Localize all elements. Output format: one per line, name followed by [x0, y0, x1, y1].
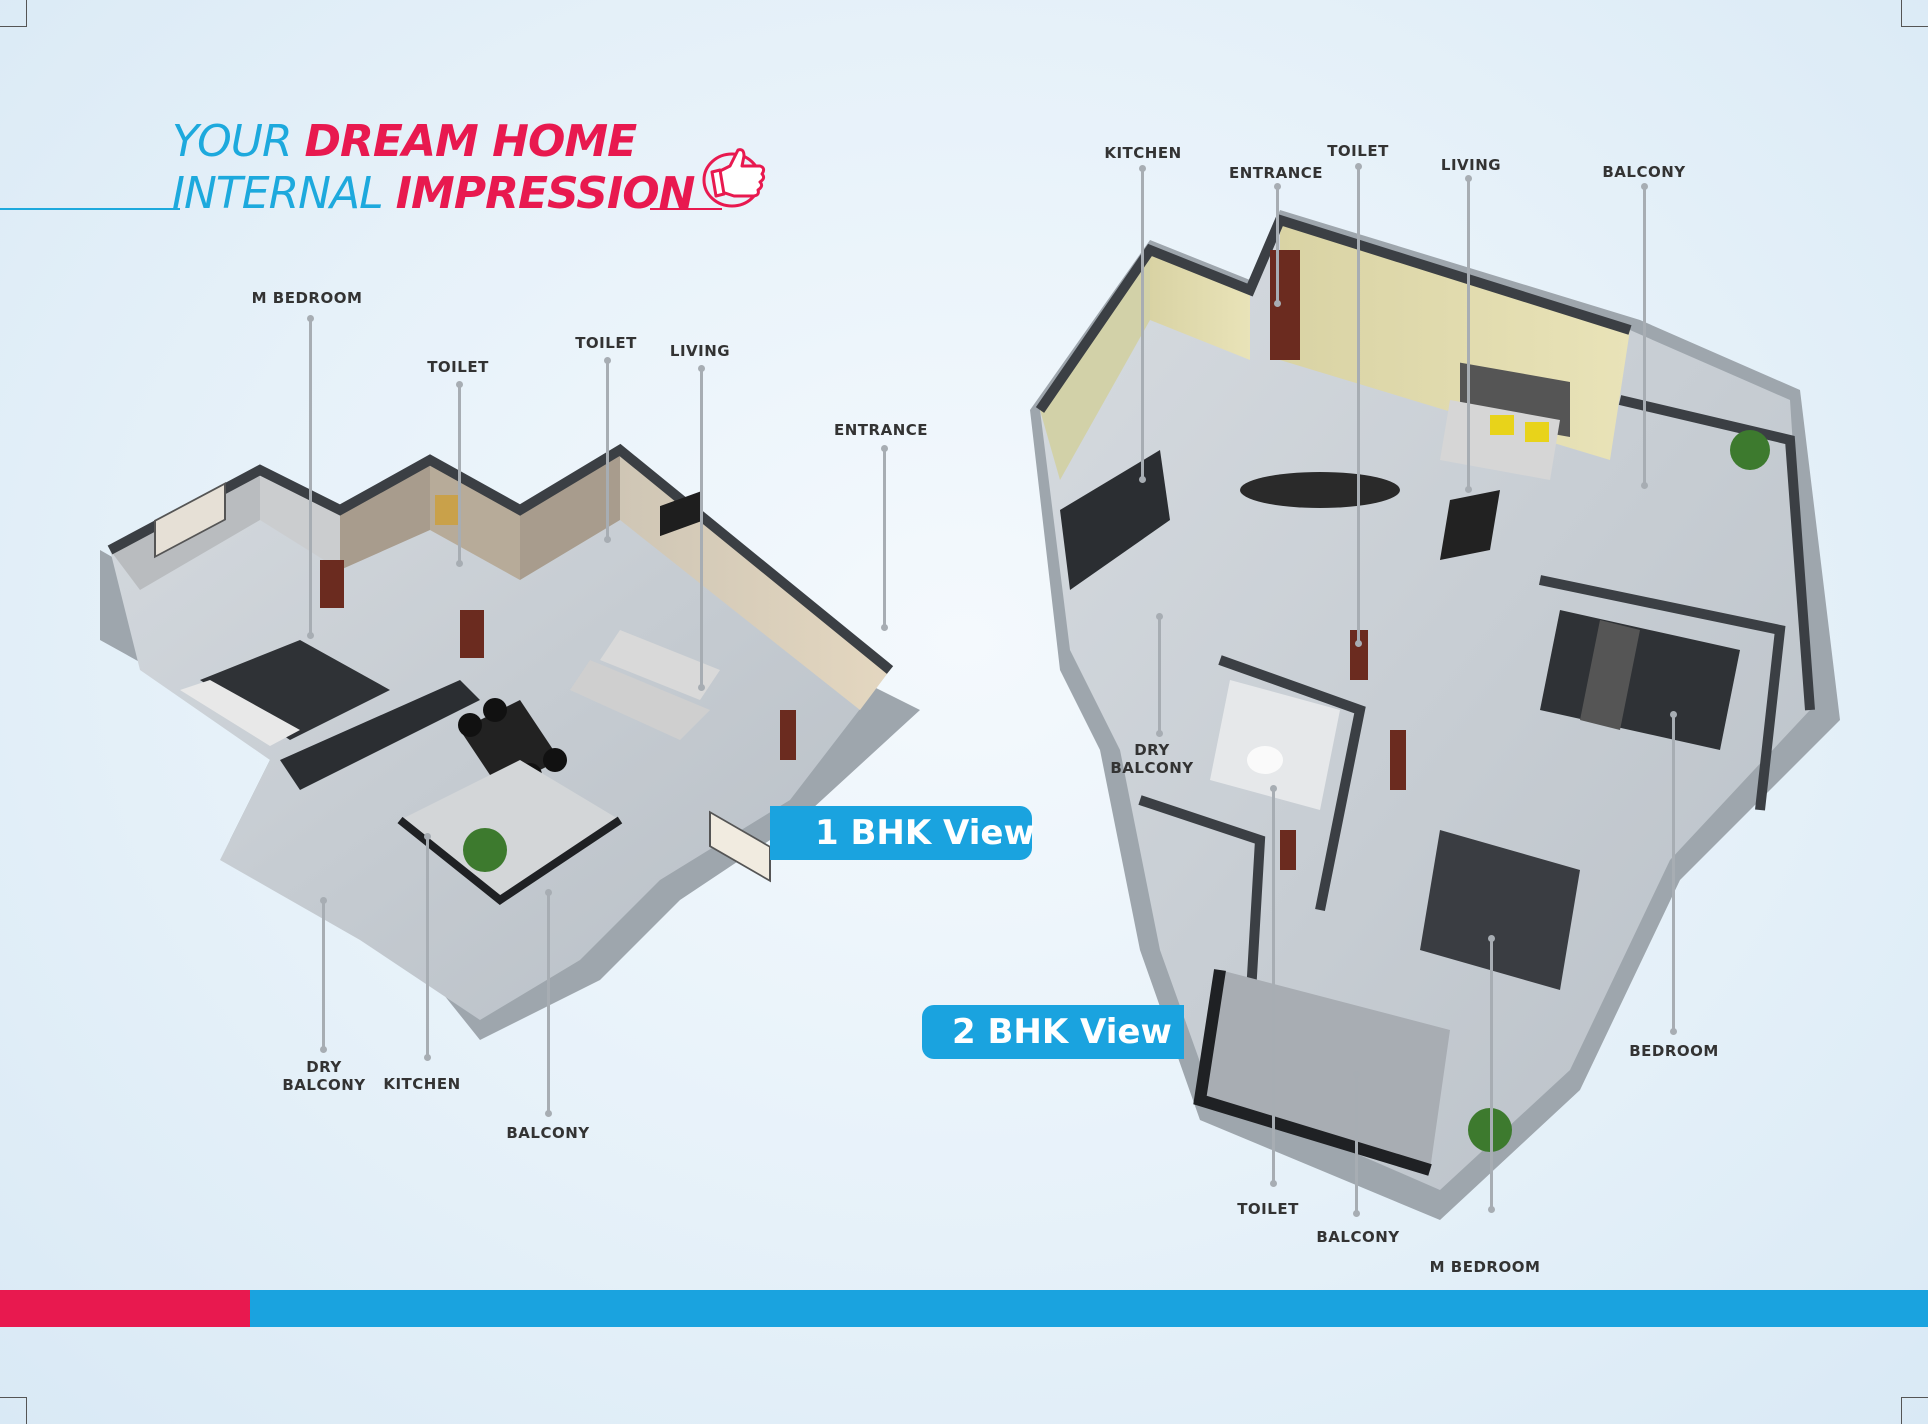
heading-line-1: YOUR DREAM HOME: [172, 116, 638, 168]
leader-1bhk-dry-balcony: [320, 897, 327, 1053]
leader-1bhk-toilet-b: [604, 357, 611, 543]
label-1bhk-dry-balcony-line-2: BALCONY: [282, 1076, 366, 1094]
label-2bhk-living: LIVING: [1440, 156, 1502, 174]
label-1bhk-balcony: BALCONY: [506, 1124, 590, 1142]
label-1bhk-toilet-b: TOILET: [575, 334, 637, 352]
leader-2bhk-m-bedroom: [1488, 935, 1495, 1213]
label-2bhk-toilet-bottom: TOILET: [1237, 1200, 1299, 1218]
leader-1bhk-toilet-a: [456, 381, 463, 567]
label-1bhk-m-bedroom: M BEDROOM: [251, 289, 363, 307]
heading-your: YOUR: [172, 116, 293, 167]
leader-2bhk-bedroom: [1670, 711, 1677, 1035]
label-1bhk-living: LIVING: [669, 342, 731, 360]
label-1bhk-dry-balcony-line-1: DRY: [306, 1058, 342, 1076]
leader-2bhk-living: [1465, 175, 1472, 493]
leader-1bhk-entrance: [881, 445, 888, 631]
leader-2bhk-dry-balcony: [1156, 613, 1163, 737]
heading-line-2: INTERNAL IMPRESSION: [172, 168, 696, 220]
leader-2bhk-balcony-top: [1641, 183, 1648, 489]
label-1bhk-kitchen: KITCHEN: [383, 1075, 461, 1093]
leader-1bhk-m-bedroom: [307, 315, 314, 639]
crop-mark-bottom-right: [1901, 1397, 1928, 1424]
label-2bhk-dry-balcony-line-1: DRY: [1134, 741, 1170, 759]
heading-internal: INTERNAL: [172, 168, 384, 219]
heading-rule-blue: [0, 208, 180, 210]
footer-bar-blue: [250, 1290, 1928, 1327]
label-2bhk-dry-balcony: DRY BALCONY: [1110, 741, 1193, 777]
crop-mark-top-right: [1901, 0, 1928, 27]
label-2bhk-toilet-top: TOILET: [1327, 142, 1389, 160]
label-2bhk-bedroom: BEDROOM: [1629, 1042, 1719, 1060]
thumbs-up-icon: [702, 148, 766, 208]
leader-2bhk-entrance: [1274, 183, 1281, 307]
label-2bhk-entrance: ENTRANCE: [1229, 164, 1323, 182]
label-2bhk-m-bedroom: M BEDROOM: [1429, 1258, 1541, 1276]
leader-2bhk-toilet-top: [1355, 163, 1362, 647]
leader-2bhk-toilet-bottom: [1270, 785, 1277, 1187]
two-bhk-view-badge: 2 BHK View: [922, 1005, 1184, 1059]
label-2bhk-balcony-bottom: BALCONY: [1316, 1228, 1400, 1246]
leader-1bhk-living: [698, 365, 705, 691]
heading-dream-home: DREAM HOME: [304, 116, 638, 167]
label-1bhk-entrance: ENTRANCE: [834, 421, 928, 439]
label-1bhk-toilet-a: TOILET: [427, 358, 489, 376]
crop-mark-bottom-left: [0, 1397, 27, 1424]
label-1bhk-dry-balcony: DRY BALCONY: [282, 1058, 365, 1094]
label-2bhk-balcony-top: BALCONY: [1602, 163, 1686, 181]
label-2bhk-dry-balcony-line-2: BALCONY: [1110, 759, 1194, 777]
one-bhk-view-badge: 1 BHK View: [770, 806, 1035, 860]
label-2bhk-kitchen: KITCHEN: [1104, 144, 1182, 162]
leader-2bhk-kitchen: [1139, 165, 1146, 483]
heading-impression: IMPRESSION: [395, 168, 696, 219]
crop-mark-top-left: [0, 0, 27, 27]
footer-bar-red: [0, 1290, 250, 1327]
leader-2bhk-balcony-bottom: [1353, 1071, 1360, 1217]
two-bhk-floorplan-illustration: [1030, 210, 1840, 1220]
heading-rule-red: [650, 208, 722, 210]
leader-1bhk-kitchen: [424, 833, 431, 1061]
leader-1bhk-balcony: [545, 889, 552, 1117]
one-bhk-floorplan-illustration: [100, 443, 920, 1040]
